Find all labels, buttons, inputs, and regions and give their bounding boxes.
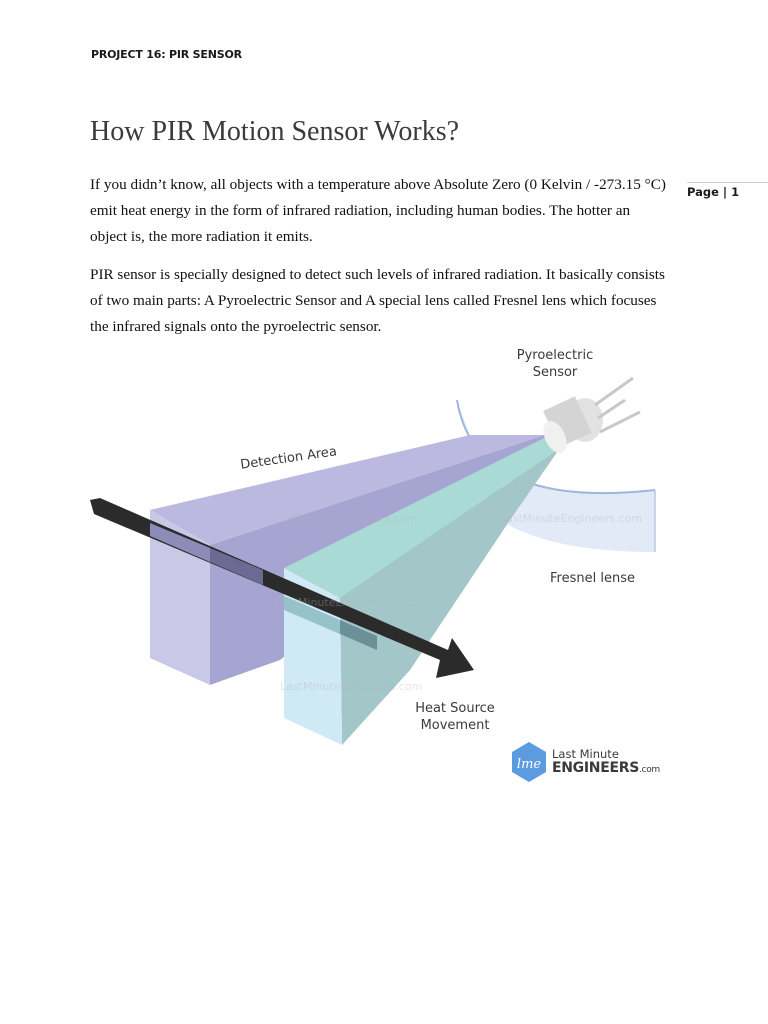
page-title: How PIR Motion Sensor Works? bbox=[90, 116, 460, 147]
running-header: PROJECT 16: PIR SENSOR bbox=[91, 48, 242, 61]
page-number: Page | 1 bbox=[687, 185, 740, 199]
pir-diagram-graphic bbox=[90, 376, 656, 745]
margin-divider bbox=[687, 182, 768, 183]
logo-line2: ENGINEERS.com bbox=[552, 760, 660, 776]
last-minute-engineers-logo: lme Last Minute ENGINEERS.com bbox=[511, 742, 660, 782]
watermark: LastMinuteEngineers.com bbox=[275, 512, 418, 525]
watermark: LastMinuteEngineers.com bbox=[275, 596, 418, 609]
paragraph-intro: If you didn’t know, all objects with a t… bbox=[90, 176, 666, 245]
pir-diagram: Pyroelectric Sensor Detection Area Fresn… bbox=[80, 340, 680, 790]
svg-text:lme: lme bbox=[517, 757, 541, 772]
label-pyroelectric-sensor: Pyroelectric Sensor bbox=[516, 348, 594, 380]
watermark: LastMinuteEngineers.com bbox=[500, 512, 643, 525]
watermark: LastMinuteEngineers.com bbox=[280, 680, 423, 693]
logo-line1: Last Minute bbox=[552, 747, 619, 761]
paragraph-pir: PIR sensor is specially designed to dete… bbox=[90, 266, 665, 335]
label-heat-source: Heat Source Movement bbox=[415, 701, 495, 733]
lme-logo-icon: lme bbox=[512, 742, 546, 782]
label-fresnel-lens: Fresnel lense bbox=[550, 571, 635, 586]
